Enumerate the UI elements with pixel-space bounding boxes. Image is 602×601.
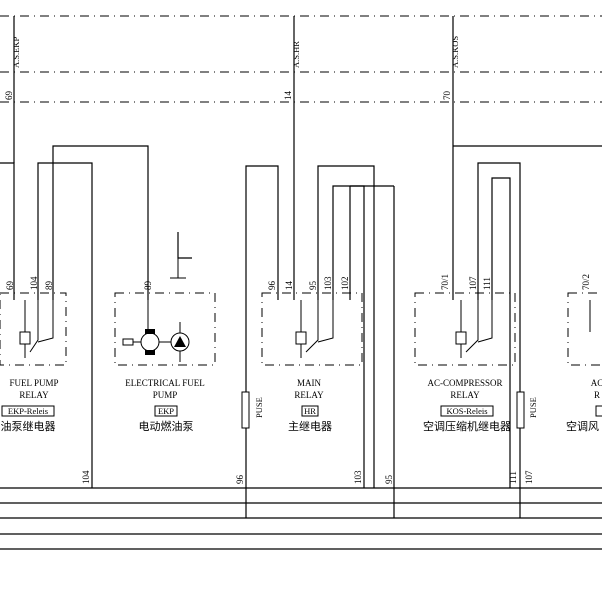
- fuse-label: PUSE: [528, 397, 538, 418]
- fuel-pump-relay: 69 104 89 FUEL PUMP RELAY EKP-Releis 油泵继…: [0, 145, 149, 488]
- pin-label: 107: [468, 276, 478, 290]
- component-code: KOS-Releis: [446, 406, 487, 416]
- component-code: HR: [304, 406, 316, 416]
- pin-label: 70/2: [581, 274, 591, 290]
- component-name: AC-COMPRESSOR: [427, 378, 502, 388]
- component-code: EKP: [158, 406, 174, 416]
- wire-number: 96: [235, 475, 245, 485]
- component-cn-name: 空调风: [566, 419, 599, 433]
- pin-label: 14: [284, 281, 294, 291]
- component-cn-name: 油泵继电器: [1, 419, 56, 433]
- fuse-right: PUSE: [516, 391, 538, 518]
- component-cn-name: 空调压缩机继电器: [423, 419, 511, 433]
- bus-wire-labels: 104 96 103 95 111 107: [81, 470, 534, 484]
- component-name: RELAY: [450, 390, 480, 400]
- pin-label: 89: [143, 281, 153, 291]
- component-name: MAIN: [297, 378, 321, 388]
- pin-label: 96: [267, 281, 277, 291]
- wire-number: 69: [4, 91, 14, 101]
- pin-label: 102: [340, 277, 350, 291]
- component-name: RELAY: [19, 390, 49, 400]
- ac-compressor-relay: 70/1 107 111 AC-COMPRESSOR RELAY KOS-Rel…: [414, 145, 602, 488]
- signal-tag-hr: A.S.HR: [291, 41, 301, 68]
- component-code: EKP-Releis: [8, 406, 48, 416]
- pin-label: 104: [29, 276, 39, 290]
- component-cn-name: 主继电器: [288, 420, 332, 433]
- component-cn-name: 电动燃油泵: [139, 419, 194, 433]
- wire-number: 107: [524, 470, 534, 484]
- pin-label: 70/1: [440, 274, 450, 290]
- component-name: R: [594, 390, 600, 400]
- signal-tag-kos: A.S.KOS: [450, 36, 460, 68]
- wire-number: 103: [353, 470, 363, 484]
- pin-label: 89: [44, 281, 54, 291]
- signal-tag-ekp: A.S.EKP: [11, 37, 21, 68]
- wire-number: 95: [384, 475, 394, 485]
- fuse-left: PUSE: [241, 391, 264, 518]
- wire-number: 111: [508, 471, 518, 484]
- component-name: AC: [591, 378, 602, 388]
- component-name: ELECTRICAL FUEL: [125, 378, 204, 388]
- component-name: RELAY: [294, 390, 324, 400]
- wire-number: 104: [81, 470, 91, 484]
- pin-label: 111: [482, 277, 492, 290]
- ac-relay-partial: 70/2 AC R 空调风: [566, 274, 602, 433]
- wire-number: 70: [442, 91, 452, 101]
- component-name: FUEL PUMP: [10, 378, 59, 388]
- pin-label: 95: [308, 281, 318, 291]
- wire-number: 14: [283, 91, 293, 101]
- component-name: PUMP: [153, 390, 178, 400]
- electrical-fuel-pump: 89 ELECTRICAL FUEL PUMP EKP 电动燃油泵: [114, 232, 216, 433]
- fuse-label: PUSE: [254, 397, 264, 418]
- main-relay: 96 14 95 103 102 MAIN RELAY HR 主继电器: [245, 165, 375, 488]
- pin-label: 69: [5, 281, 15, 291]
- pin-label: 103: [323, 276, 333, 290]
